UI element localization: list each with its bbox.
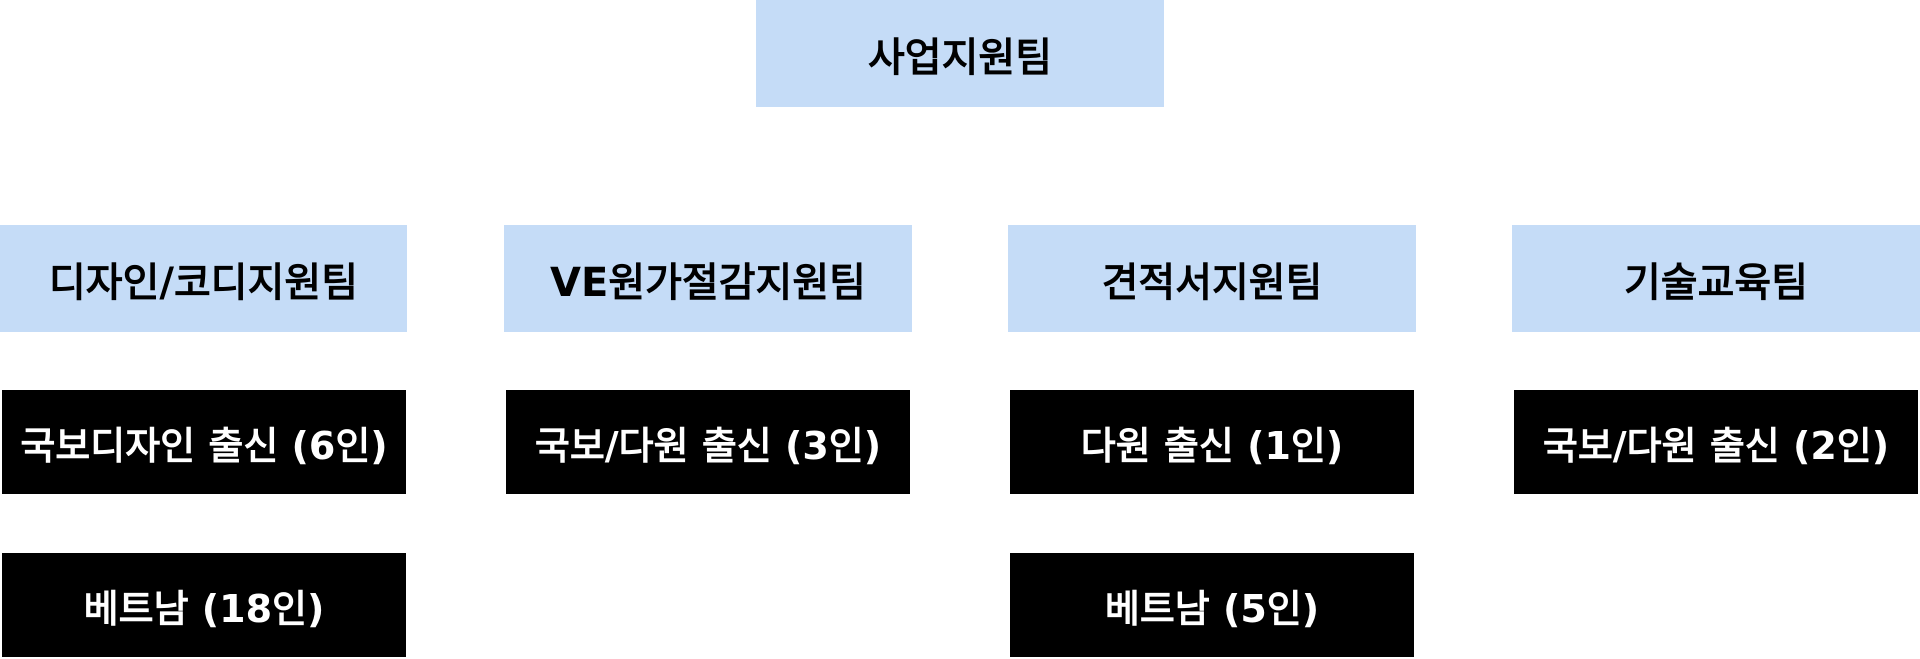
org-head-box: 사업지원팀 <box>756 0 1164 107</box>
team-label: VE원가절감지원팀 <box>550 259 866 306</box>
member-box: 국보디자인 출신 (6인) <box>2 390 406 494</box>
team-box-estimate: 견적서지원팀 <box>1008 225 1416 332</box>
member-label: 베트남 (18인) <box>83 586 325 631</box>
member-box: 다원 출신 (1인) <box>1010 390 1414 494</box>
team-box-technical-education: 기술교육팀 <box>1512 225 1920 332</box>
org-head-label: 사업지원팀 <box>868 34 1052 81</box>
member-label: 국보디자인 출신 (6인) <box>20 423 388 468</box>
team-label: 기술교육팀 <box>1624 259 1808 306</box>
member-box: 국보/다원 출신 (3인) <box>506 390 910 494</box>
team-box-design-coordination: 디자인/코디지원팀 <box>0 225 407 332</box>
member-label: 국보/다원 출신 (2인) <box>1542 423 1890 468</box>
team-box-ve-cost-reduction: VE원가절감지원팀 <box>504 225 912 332</box>
team-label: 디자인/코디지원팀 <box>48 259 358 306</box>
member-box: 베트남 (18인) <box>2 553 406 657</box>
member-box: 국보/다원 출신 (2인) <box>1514 390 1918 494</box>
member-label: 다원 출신 (1인) <box>1080 423 1344 468</box>
member-label: 베트남 (5인) <box>1104 586 1320 631</box>
member-box: 베트남 (5인) <box>1010 553 1414 657</box>
team-label: 견적서지원팀 <box>1101 259 1323 306</box>
member-label: 국보/다원 출신 (3인) <box>534 423 882 468</box>
